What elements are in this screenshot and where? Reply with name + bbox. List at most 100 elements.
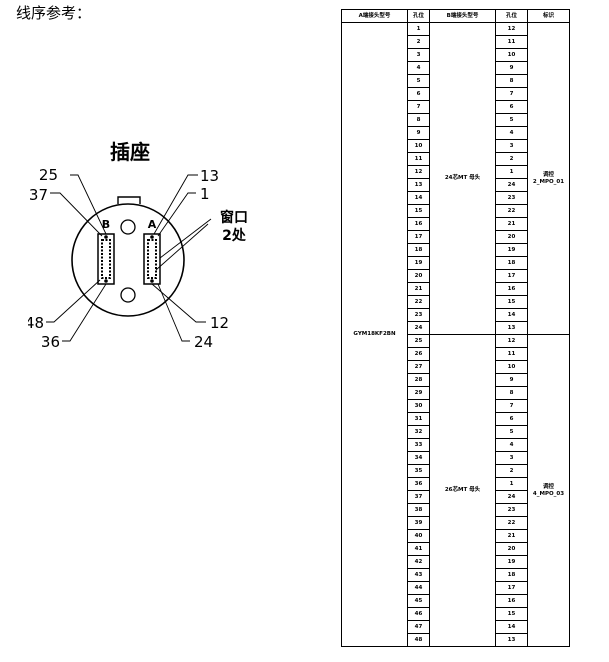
table-row: 29 8 [342,386,570,400]
leader-lines [46,174,212,342]
tag-line-1: 调控 [542,483,554,490]
b-hole-cell: 5 [495,425,528,439]
a-hole-cell: 3 [407,48,430,62]
a-hole-cell: 23 [407,308,430,322]
b-hole-cell: 10 [495,360,528,374]
a-hole-cell: 12 [407,165,430,179]
a-hole-cell: 35 [407,464,430,478]
a-hole-cell: 31 [407,412,430,426]
b-hole-cell: 6 [495,412,528,426]
a-hole-cell: 48 [407,633,430,647]
pin-label-13: 13 [200,167,219,185]
b-hole-cell: 9 [495,373,528,387]
b-hole-cell: 14 [495,308,528,322]
a-hole-cell: 17 [407,230,430,244]
port-a-label: A [148,218,157,231]
a-hole-cell: 24 [407,321,430,335]
b-hole-cell: 8 [495,386,528,400]
b-hole-cell: 11 [495,347,528,361]
pin-label-25: 25 [39,166,58,184]
b-hole-cell: 12 [495,334,528,348]
pin-label-48: 48 [28,314,44,332]
header-a-hole: 孔位 [407,9,430,23]
a-hole-cell: 14 [407,191,430,205]
a-hole-cell: 37 [407,490,430,504]
b-hole-cell: 3 [495,139,528,153]
page-heading: 线序参考： [16,4,92,22]
key-notch [117,196,141,204]
port-b-pin-top [104,235,108,239]
a-hole-cell: 5 [407,74,430,88]
a-hole-cell: 29 [407,386,430,400]
b-hole-cell: 16 [495,282,528,296]
b-hole-cell: 20 [495,542,528,556]
pin-label-12: 12 [210,314,229,332]
port-b-fibers [101,239,111,279]
b-hole-cell: 17 [495,581,528,595]
table-row: 43 18 [342,568,570,582]
b-hole-cell: 7 [495,87,528,101]
a-hole-cell: 38 [407,503,430,517]
a-hole-cell: 16 [407,217,430,231]
table-row: 38 23 [342,503,570,517]
b-hole-cell: 7 [495,399,528,413]
a-hole-cell: 19 [407,256,430,270]
port-a-pin-bottom [150,279,154,283]
table-row: 24 13 [342,321,570,335]
b-hole-cell: 23 [495,191,528,205]
b-hole-cell: 1 [495,477,528,491]
a-hole-cell: 40 [407,529,430,543]
b-hole-cell: 18 [495,568,528,582]
b-hole-cell: 13 [495,321,528,335]
a-hole-cell: 9 [407,126,430,140]
table-row: 28 9 [342,373,570,387]
b-hole-cell: 5 [495,113,528,127]
a-hole-cell: 20 [407,269,430,283]
mounting-hole-bottom [120,287,136,303]
port-a-fibers [147,239,157,279]
a-hole-cell: 41 [407,542,430,556]
b-hole-cell: 21 [495,529,528,543]
port-b-outline [97,233,115,285]
b-hole-cell: 10 [495,48,528,62]
socket-title: 插座 [110,140,150,164]
a-hole-cell: 15 [407,204,430,218]
b-hole-cell: 2 [495,152,528,166]
tag-line-1: 调控 [542,171,554,178]
b-hole-cell: 23 [495,503,528,517]
b-hole-cell: 20 [495,230,528,244]
a-hole-cell: 28 [407,373,430,387]
port-a-outline [143,233,161,285]
a-hole-cell: 27 [407,360,430,374]
b-hole-cell: 19 [495,243,528,257]
a-hole-cell: 7 [407,100,430,114]
pin-label-1: 1 [200,185,210,203]
a-hole-cell: 1 [407,22,430,36]
a-hole-cell: 44 [407,581,430,595]
table-row: 14 23 [342,191,570,205]
b-hole-cell: 17 [495,269,528,283]
a-hole-cell: 43 [407,568,430,582]
table-row: 23 14 [342,308,570,322]
header-tag: 标识 [527,9,570,23]
a-hole-cell: 26 [407,347,430,361]
table-row: 41 20 [342,542,570,556]
b-hole-cell: 14 [495,620,528,634]
header-a-model: A端接头型号 [341,9,408,23]
a-hole-cell: 42 [407,555,430,569]
b-hole-cell: 3 [495,451,528,465]
b-hole-cell: 2 [495,464,528,478]
b-hole-cell: 9 [495,61,528,75]
a-hole-cell: 22 [407,295,430,309]
b-hole-cell: 19 [495,555,528,569]
a-hole-cell: 13 [407,178,430,192]
b-hole-cell: 16 [495,594,528,608]
